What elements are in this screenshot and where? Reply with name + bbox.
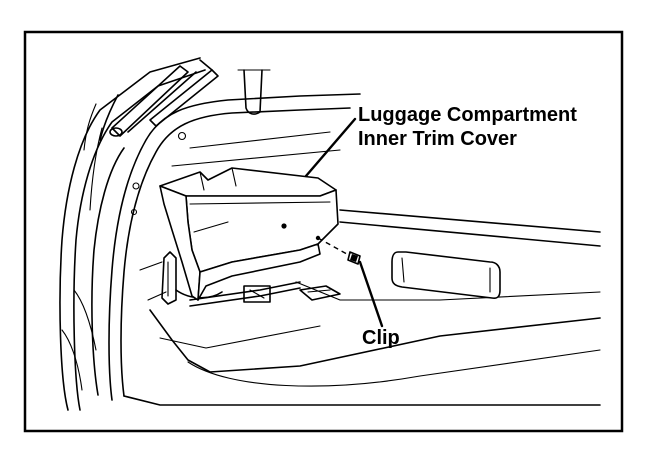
inner-trim-cover [159, 167, 339, 301]
trunk-hinge-arms [109, 59, 271, 137]
cover-callout-label: Luggage Compartment Inner Trim Cover [358, 103, 577, 151]
cover-label-line-2: Inner Trim Cover [358, 128, 517, 150]
rear-body-panel [339, 209, 601, 299]
clip-fastener [347, 251, 361, 265]
cover-label-line-1: Luggage Compartment [358, 104, 577, 126]
trunk-body-left [59, 57, 206, 411]
clip-callout-label: Clip [362, 327, 400, 349]
clip-leader-line [358, 260, 384, 328]
quarter-inner-panel [108, 93, 361, 401]
cover-leader-line [304, 117, 357, 178]
trunk-floor [123, 261, 601, 406]
figure-frame [23, 30, 624, 433]
clip-alignment-dashes [317, 237, 355, 259]
